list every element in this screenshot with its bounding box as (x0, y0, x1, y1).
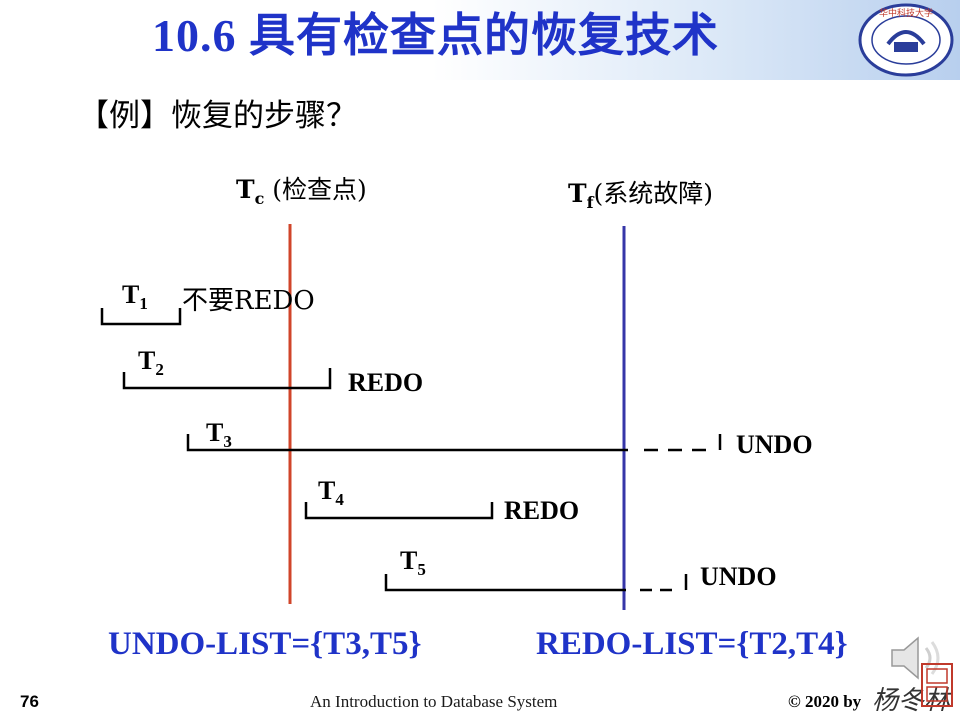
footer-copyright: © 2020 by (788, 692, 862, 711)
redo-list: REDO-LIST={T2,T4} (536, 626, 848, 662)
transaction-label-t5: T5 (400, 546, 426, 579)
university-logo-icon: 华中科技大学 (858, 3, 954, 77)
page-title: 10.6 具有检查点的恢复技术 (152, 10, 719, 61)
footer-course-title: An Introduction to Database System (310, 692, 558, 711)
transaction-label-t4: T4 (318, 476, 344, 509)
transaction-bar-t2 (122, 368, 332, 390)
action-label-t3: UNDO (736, 430, 813, 459)
action-label-t2: REDO (348, 368, 424, 397)
header-band (0, 0, 960, 80)
transaction-label-t1: T1 (122, 280, 148, 313)
example-subtitle: 【例】恢复的步骤？ (78, 98, 357, 134)
failure-label: Tf(系统故障) (568, 179, 714, 212)
transaction-label-t3: T3 (206, 418, 232, 451)
checkpoint-label: Tc (检查点) (236, 175, 367, 208)
seal-stamp-icon (921, 663, 953, 707)
transaction-bar-t3 (186, 434, 628, 452)
action-label-t4: REDO (504, 496, 580, 525)
undo-list: UNDO-LIST={T3,T5} (108, 626, 422, 662)
transaction-bar-t5 (384, 574, 626, 592)
action-label-t1: 不要REDO (182, 286, 315, 316)
svg-text:华中科技大学: 华中科技大学 (879, 7, 933, 19)
transaction-bar-t1 (100, 308, 182, 326)
transaction-bar-t4 (304, 502, 494, 520)
action-label-t5: UNDO (700, 562, 777, 591)
page-number: 76 (20, 692, 39, 711)
speaker-icon[interactable] (886, 632, 946, 684)
transaction-label-t2: T2 (138, 346, 164, 379)
